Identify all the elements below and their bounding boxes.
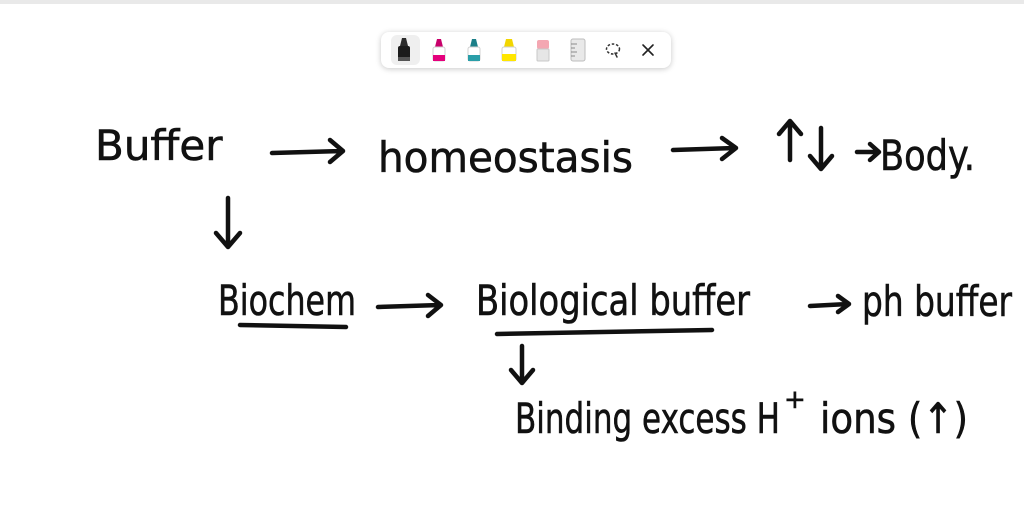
underline <box>494 327 715 337</box>
lasso-icon <box>605 43 621 58</box>
arrow-right-icon <box>375 292 444 319</box>
pen-icon <box>398 38 411 61</box>
note-binding: Binding excess H <box>515 394 780 443</box>
ruler-button[interactable] <box>561 32 596 68</box>
eraser-button[interactable] <box>526 32 561 68</box>
pen-icon <box>432 39 446 62</box>
eraser-icon <box>536 40 550 62</box>
arrow-down-icon <box>807 125 835 172</box>
note-body: Body. <box>880 131 975 180</box>
underline <box>237 322 349 330</box>
arrow-right-icon <box>807 293 852 315</box>
arrow-right-icon <box>269 137 346 165</box>
note-ions: ions (↑) <box>820 394 968 443</box>
note-ph-buffer: ph buffer <box>862 277 1013 326</box>
note-superscript: + <box>784 385 806 415</box>
magenta-pen-button[interactable] <box>422 32 457 68</box>
arrow-right-icon <box>670 135 739 162</box>
black-pen-button[interactable] <box>387 32 422 68</box>
ink-toolbar <box>381 32 671 68</box>
arrow-up-icon <box>776 118 804 163</box>
note-biochem: Biochem <box>218 276 356 325</box>
close-icon <box>641 44 654 56</box>
arrow-down-icon <box>213 195 243 250</box>
lasso-select-button[interactable] <box>596 32 631 68</box>
teal-pen-button[interactable] <box>457 32 492 68</box>
ruler-icon <box>570 38 586 62</box>
highlighter-icon <box>501 39 517 62</box>
top-divider <box>0 0 1024 4</box>
pen-icon <box>467 39 481 62</box>
arrow-down-icon <box>508 343 536 386</box>
note-biological-buffer: Biological buffer <box>476 276 751 325</box>
arrow-right-icon <box>854 141 882 163</box>
note-homeostasis: homeostasis <box>378 133 633 182</box>
yellow-highlighter-button[interactable] <box>491 32 526 68</box>
close-toolbar-button[interactable] <box>630 32 665 68</box>
note-buffer: Buffer <box>95 121 223 170</box>
